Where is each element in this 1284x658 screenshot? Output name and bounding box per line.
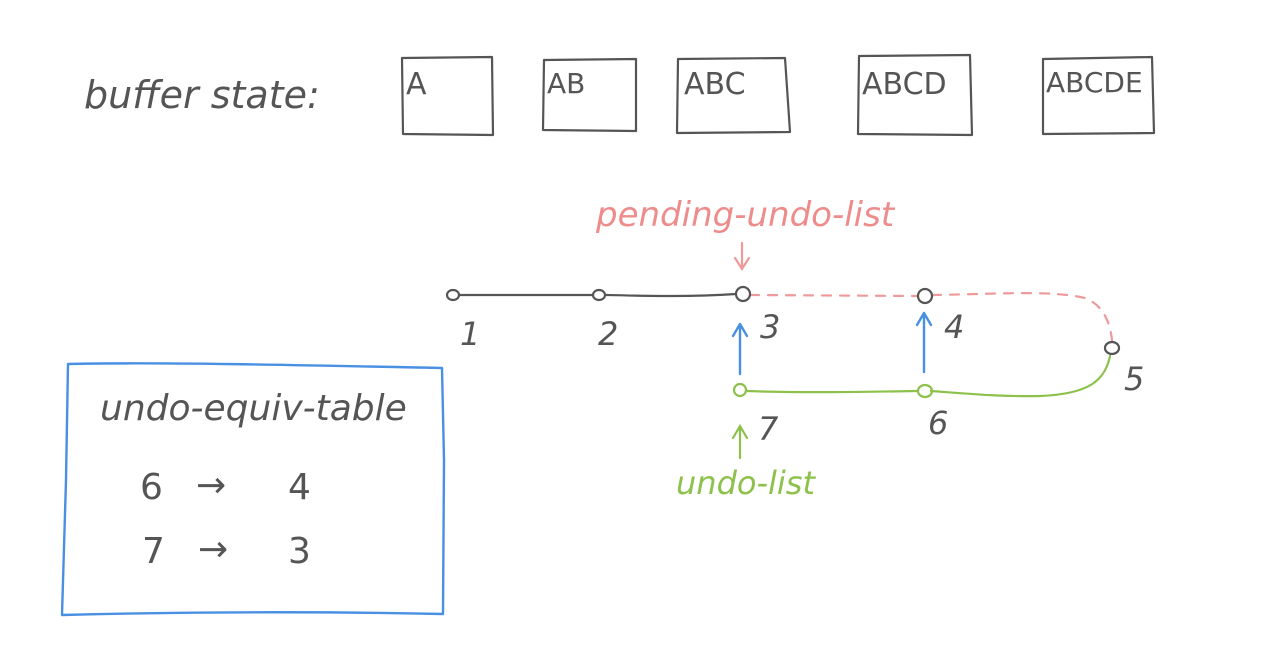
edge-2-3 [604,292,738,298]
edge-4-5-dashed [930,292,1114,342]
buffer-box-text: ABCD [862,67,947,102]
table-row-arrow: → [196,465,226,506]
undo-list-label: undo-list [676,464,816,502]
edge-3-4-dashed [748,293,919,298]
node-4: 4 [916,287,964,346]
node-2: 2 [591,288,618,353]
buffer-state-label: buffer state: [84,73,320,117]
table-row-to: 4 [288,467,311,508]
node-label: 2 [598,315,618,353]
table-row: 6 → 4 [140,465,311,508]
node-label: 7 [758,410,779,448]
buffer-box-text: ABCDE [1046,66,1143,99]
node-6: 6 [916,383,948,442]
buffer-box: ABCD [856,53,974,137]
table-row-arrow: → [198,529,228,570]
table-row-from: 6 [140,467,163,508]
pending-undo-list-arrow [733,241,751,272]
equiv-arrow-6-4 [915,311,933,374]
undo-list-arrow [731,423,749,460]
table-title: undo-equiv-table [100,388,407,429]
edge-6-7 [745,389,920,394]
buffer-state-boxes: A AB ABC ABCD ABCDE [400,53,1156,137]
buffer-box-text: ABC [684,67,746,102]
buffer-box: ABCDE [1041,55,1156,136]
node-5: 5 [1103,340,1144,398]
buffer-box-text: A [406,67,427,102]
node-7: 7 [732,382,779,448]
node-1: 1 [445,288,480,353]
table-row-to: 3 [288,531,311,572]
undo-equiv-table: undo-equiv-table 6 → 4 7 → 3 [60,362,446,617]
equiv-arrow-7-3 [731,322,749,376]
buffer-box: ABC [675,56,792,135]
table-row-from: 7 [142,531,165,572]
node-label: 1 [460,315,480,353]
buffer-box-text: AB [547,67,585,100]
node-label: 4 [944,308,964,346]
table-row: 7 → 3 [142,529,311,572]
node-label: 5 [1124,360,1144,398]
node-3: 3 [734,285,780,346]
node-label: 6 [928,404,948,442]
buffer-box: A [400,55,495,137]
pending-undo-list-label: pending-undo-list [595,195,896,235]
node-label: 3 [760,308,780,346]
edge-5-6 [929,354,1112,398]
buffer-box: AB [541,57,638,133]
